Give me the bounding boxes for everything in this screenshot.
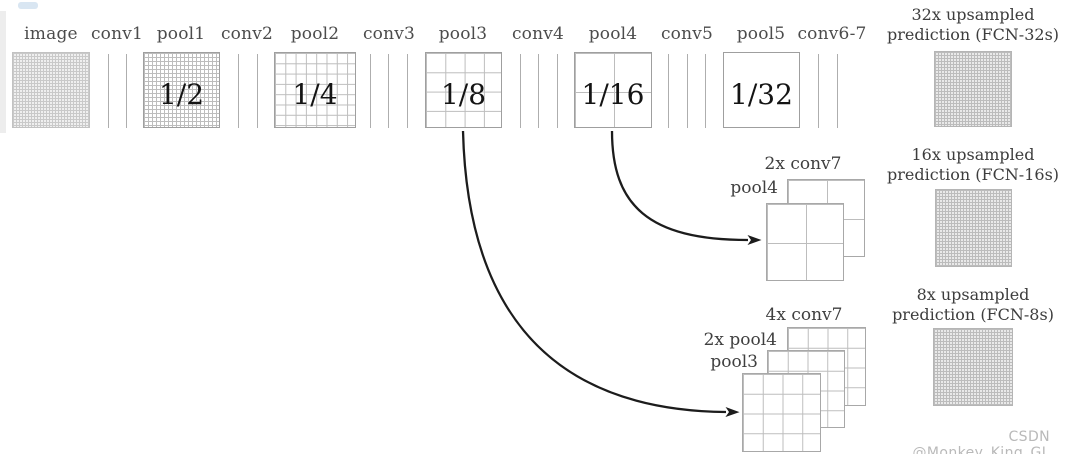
conv3-layer-line xyxy=(407,54,408,128)
stage-label-pool4: pool4 xyxy=(588,24,638,44)
fcn32s-prediction-grid xyxy=(934,51,1012,127)
pool3-feature-grid: 1/8 xyxy=(425,52,502,128)
fusion2-title: 4x conv7 xyxy=(765,305,843,325)
conv5-layer-line xyxy=(687,54,688,128)
fcn16s-label-line2: prediction (FCN-16s) xyxy=(886,165,1060,184)
fcn8s-prediction-grid xyxy=(933,328,1013,406)
fusion2-input-2xpool4-label: 2x pool4 xyxy=(703,330,777,350)
pool5-feature-grid: 1/32 xyxy=(723,52,800,128)
stage-label-conv5: conv5 xyxy=(660,24,714,44)
conv6-7-layer-line xyxy=(818,54,819,128)
conv4-layer-line xyxy=(538,54,539,128)
fcn16s-prediction-label: 16x upsampled prediction (FCN-16s) xyxy=(873,145,1073,185)
pool1-scale: 1/2 xyxy=(158,77,205,111)
conv5-layer-line xyxy=(705,54,706,128)
fusion2-input-pool3-label: pool3 xyxy=(710,352,758,372)
pool2-feature-grid: 1/4 xyxy=(274,52,356,128)
pool4-feature-grid: 1/16 xyxy=(574,52,652,128)
fcn8s-label-line2: prediction (FCN-8s) xyxy=(892,305,1054,324)
stage-label-pool1: pool1 xyxy=(156,24,206,44)
pool5-scale: 1/32 xyxy=(730,77,793,111)
pool4-scale: 1/16 xyxy=(581,77,645,111)
pool3-scale: 1/8 xyxy=(440,77,487,111)
stage-label-pool2: pool2 xyxy=(290,24,340,44)
fcn8s-label-line1: 8x upsampled xyxy=(916,285,1030,304)
fcn32s-prediction-label: 32x upsampled prediction (FCN-32s) xyxy=(873,5,1073,45)
fusion1-title: 2x conv7 xyxy=(764,154,842,174)
stage-label-conv1: conv1 xyxy=(90,24,144,44)
csdn-watermark: CSDN @Monkey_King_GL xyxy=(912,429,1050,454)
conv4-layer-line xyxy=(520,54,521,128)
pool1-feature-grid: 1/2 xyxy=(143,52,220,128)
fcn16s-prediction-grid xyxy=(935,189,1012,267)
image-feature-grid xyxy=(12,52,90,128)
conv1-layer-line xyxy=(126,54,127,128)
pool3-skip-arrow xyxy=(461,130,740,417)
stage-label-pool3: pool3 xyxy=(438,24,488,44)
blue-smudge-artifact xyxy=(18,2,38,9)
conv5-layer-line xyxy=(668,54,669,128)
conv3-layer-line xyxy=(370,54,371,128)
stage-label-conv4: conv4 xyxy=(511,24,565,44)
conv4-layer-line xyxy=(557,54,558,128)
left-edge-artifact xyxy=(0,11,6,133)
conv1-layer-line xyxy=(108,54,109,128)
fcn16s-label-line1: 16x upsampled xyxy=(911,145,1035,164)
stage-label-pool5: pool5 xyxy=(736,24,786,44)
conv2-layer-line xyxy=(257,54,258,128)
fusion1-pool4-grid xyxy=(766,203,844,281)
pool2-scale: 1/4 xyxy=(292,77,338,111)
fcn32s-label-line2: prediction (FCN-32s) xyxy=(886,25,1060,44)
conv2-layer-line xyxy=(238,54,239,128)
fcn8s-prediction-label: 8x upsampled prediction (FCN-8s) xyxy=(873,285,1073,325)
stage-label-conv2: conv2 xyxy=(220,24,274,44)
conv6-7-layer-line xyxy=(837,54,838,128)
stage-label-conv3: conv3 xyxy=(362,24,416,44)
conv3-layer-line xyxy=(388,54,389,128)
stage-label-conv6-7: conv6-7 xyxy=(797,24,867,44)
fusion1-input-pool4-label: pool4 xyxy=(730,178,778,198)
stage-label-image: image xyxy=(24,24,78,44)
fcn32s-label-line1: 32x upsampled xyxy=(911,5,1035,24)
fusion2-pool3-grid xyxy=(742,373,821,452)
